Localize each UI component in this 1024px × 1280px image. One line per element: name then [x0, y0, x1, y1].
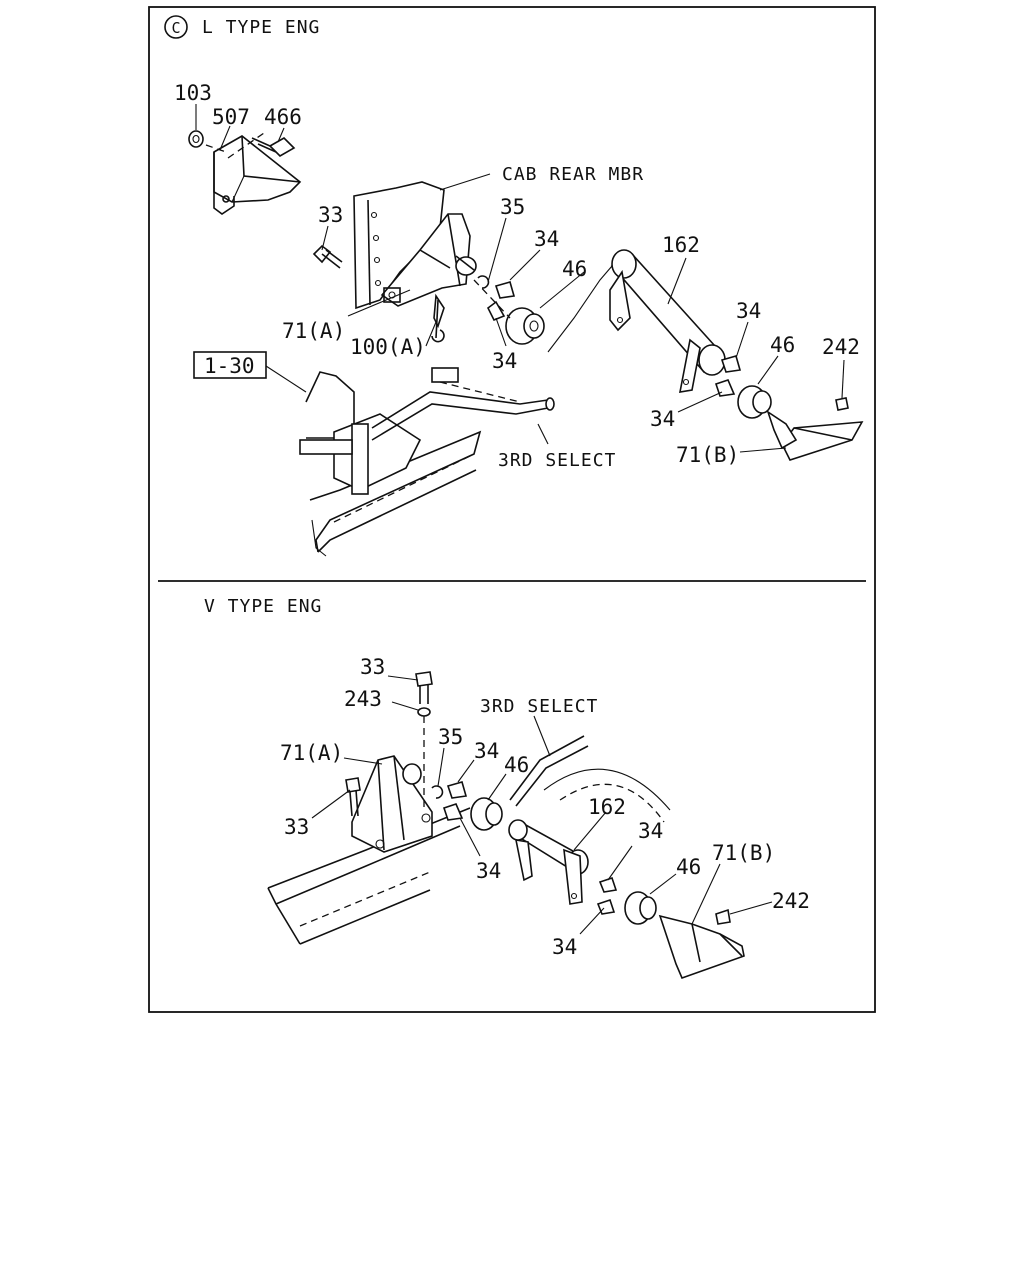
diagram-frame [148, 6, 876, 1013]
bracket-71a [380, 213, 477, 307]
label-3rd-select-lower: 3RD SELECT [480, 696, 598, 717]
label-507: 507 [212, 105, 250, 129]
bolt-33-lower-left [345, 777, 361, 817]
label-242: 242 [822, 335, 860, 359]
label-100a: 100(A) [350, 335, 426, 359]
clip-35 [477, 275, 490, 289]
label-242-lower: 242 [772, 889, 810, 913]
label-33: 33 [318, 203, 343, 227]
label-3rd-select-upper: 3RD SELECT [498, 450, 616, 471]
label-71b: 71(B) [676, 443, 739, 467]
bolt-33-lower-top [415, 671, 433, 704]
label-46-lower-b: 46 [676, 855, 701, 879]
label-34-lower-b: 34 [638, 819, 663, 843]
label-33-lower-top: 33 [360, 655, 385, 679]
title-mark-circle [164, 15, 188, 39]
bolt-466 [251, 137, 296, 157]
label-1-30: 1-30 [204, 354, 255, 378]
bracket-507 [213, 135, 302, 215]
third-select-rod-lower [509, 735, 671, 823]
bolt-33 [312, 244, 343, 269]
clip-100a [431, 293, 445, 343]
leader-lines-upper [195, 104, 845, 453]
nut-242 [835, 397, 849, 411]
label-34-low: 34 [492, 349, 517, 373]
label-34-right: 34 [736, 299, 761, 323]
bushing-46-lower-a [470, 797, 503, 831]
third-select-rod-upper [371, 367, 555, 441]
chassis-frame-upper [299, 371, 482, 557]
label-33-lower-left: 33 [284, 815, 309, 839]
bushing-46-upper [505, 307, 545, 345]
bushing-seat-34-right [714, 355, 742, 397]
bushing-seat-34-upper [486, 281, 516, 322]
shaft-162-upper [609, 249, 726, 393]
bracket-71b-lower [658, 914, 745, 980]
label-34-bottom: 34 [650, 407, 675, 431]
label-103: 103 [174, 81, 212, 105]
bracket-71b [766, 410, 864, 461]
bracket-71a-lower [351, 755, 433, 853]
bushing-46-lower-b [624, 891, 657, 925]
cab-rear-member [353, 181, 445, 310]
bushing-46-right [737, 385, 772, 419]
label-162-lower: 162 [588, 795, 626, 819]
label-71a: 71(A) [282, 319, 345, 343]
lower-section-title: V TYPE ENG [204, 596, 322, 617]
ref-box-1-30 [193, 351, 267, 379]
clip-35-lower [431, 785, 444, 799]
label-162: 162 [662, 233, 700, 257]
label-cab-rear-mbr: CAB REAR MBR [502, 164, 644, 185]
lower-section: V TYPE ENG [204, 596, 810, 980]
nut-103 [188, 130, 204, 148]
shaft-162-lower [508, 819, 589, 905]
upper-section: C L TYPE ENG [164, 15, 864, 557]
label-46-right: 46 [770, 333, 795, 357]
bushing-seat-34-lower-b [596, 876, 618, 915]
upper-section-title: L TYPE ENG [202, 17, 320, 38]
title-mark: C [171, 19, 180, 37]
label-35-lower: 35 [438, 725, 463, 749]
nut-242-lower [715, 908, 731, 925]
label-35: 35 [500, 195, 525, 219]
label-34-lower-a: 34 [474, 739, 499, 763]
label-466: 466 [264, 105, 302, 129]
label-71a-lower: 71(A) [280, 741, 343, 765]
label-243: 243 [344, 687, 382, 711]
label-34-lower-d: 34 [552, 935, 577, 959]
label-34-lower-c: 34 [476, 859, 501, 883]
washer-243 [417, 707, 431, 717]
label-46-top: 46 [562, 257, 587, 281]
label-46-lower-a: 46 [504, 753, 529, 777]
label-71b-lower: 71(B) [712, 841, 775, 865]
bushing-seat-34-lower-a [442, 781, 468, 821]
leader-lines-lower [311, 675, 773, 935]
chassis-frame-lower [267, 807, 471, 945]
label-34-top: 34 [534, 227, 559, 251]
